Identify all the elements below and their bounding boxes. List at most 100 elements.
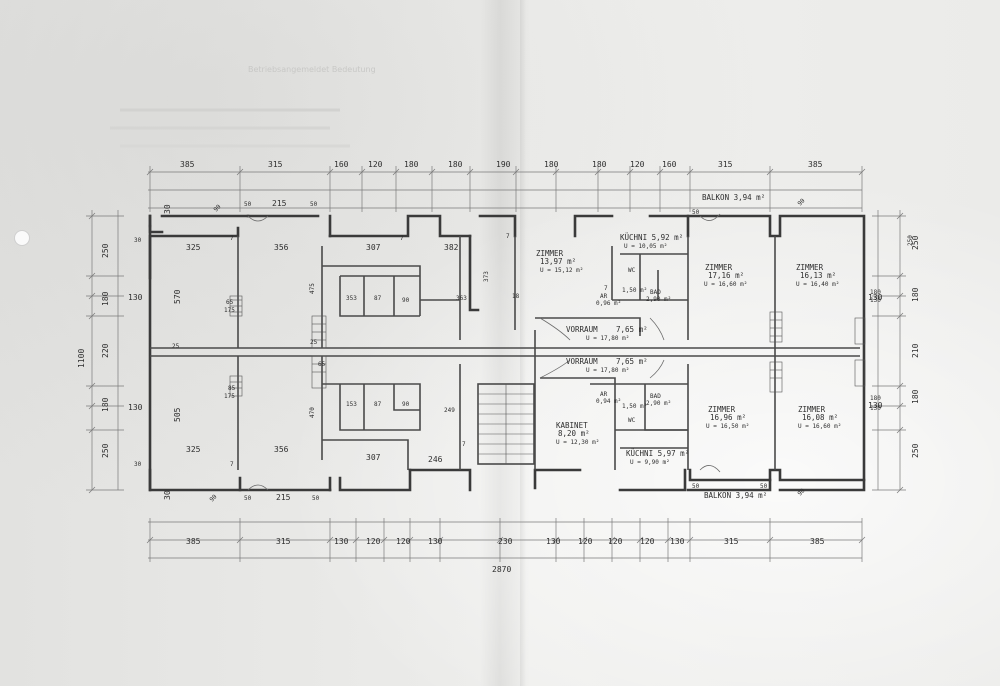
dim-top-4: 180 <box>404 160 419 169</box>
dimension-tick <box>512 168 520 176</box>
dimension-tick <box>766 536 774 544</box>
lw-l-13: 246 <box>428 455 443 464</box>
dimension-tick <box>552 168 560 176</box>
lw-u-3: 215 <box>272 199 287 208</box>
room-zimmer-3-name: ZIMMER <box>796 263 824 272</box>
room-kuechni-1-name: KÜCHNI 5,92 m² <box>620 233 683 242</box>
axis-mark-7: 7 <box>462 441 466 448</box>
room-zimmer-5-area: 16,08 m² <box>802 413 838 422</box>
dim-left-5: 130 <box>128 403 143 412</box>
lw-l-17: 215 <box>276 493 291 502</box>
dim-top-0: 385 <box>180 160 195 169</box>
dim-bottom-12: 315 <box>724 537 739 546</box>
dimension-tick <box>88 382 96 390</box>
svc-ar-1: AR <box>600 293 608 300</box>
dimension-tick <box>858 536 866 544</box>
dim-bottom-10: 120 <box>640 537 655 546</box>
dimension-tick <box>664 536 672 544</box>
svc-bad-1: BAD <box>650 289 661 296</box>
dimension-tick <box>594 168 602 176</box>
dimension-ticks-left <box>86 212 124 494</box>
lw-l-12: 307 <box>366 453 381 462</box>
rw-dim-0: 50 <box>692 209 700 216</box>
room-kabinet-u: U = 12,30 m² <box>556 439 599 446</box>
svc-wc-1-area: 1,50 m² <box>622 287 647 294</box>
room-zimmer-2-u: U = 16,60 m² <box>704 281 747 288</box>
dimension-tick <box>428 168 436 176</box>
svc-wc-2-area: 1,50 m² <box>622 403 647 410</box>
dim-right-5: 130 <box>868 401 883 410</box>
axis-mark-0: 25 <box>172 343 180 350</box>
room-vorraum-1-u: U = 17,80 m² <box>586 335 629 342</box>
service-room-labels: AR 0,96 m² BAD 2,90 m² WC 1,50 m² AR 0,9… <box>596 267 671 424</box>
dimension-tick <box>636 536 644 544</box>
dimension-tick <box>858 168 866 176</box>
lw-l-14: 30 <box>163 490 172 500</box>
dim-top-1: 315 <box>268 160 283 169</box>
room-vorraum-2-area: 7,65 m² <box>616 357 648 366</box>
lw-l-11: 356 <box>274 445 289 454</box>
svc-wc-2: WC <box>628 417 636 424</box>
room-vorraum-1-name: VORRAUM <box>566 325 598 334</box>
dimension-tick <box>326 536 334 544</box>
dimension-tick <box>466 168 474 176</box>
axis-mark-5: 7 <box>506 233 510 240</box>
dimension-tick <box>686 168 694 176</box>
dimension-tick <box>552 536 560 544</box>
lw-u-9: 382 <box>444 243 459 252</box>
dim-top-7: 180 <box>544 160 559 169</box>
top-dimension-labels: 385 315 160 120 180 180 190 180 180 120 … <box>180 160 823 169</box>
lw-u-14: 353 <box>346 295 357 302</box>
room-vorraum-1-area: 7,65 m² <box>616 325 648 334</box>
dim-right-0: 250 <box>911 235 920 250</box>
lw-l-18: 50 <box>312 495 320 502</box>
dimension-tick <box>358 168 366 176</box>
dimension-tick <box>496 536 504 544</box>
svc-bad-1-area: 2,90 m² <box>646 296 671 303</box>
dimension-tick <box>406 536 414 544</box>
dimension-tick <box>326 168 334 176</box>
sheet-fold-shadow <box>520 0 526 686</box>
dim-bottom-5: 130 <box>428 537 443 546</box>
room-zimmer-2-area: 17,16 m² <box>708 271 744 280</box>
room-zimmer-5-name: ZIMMER <box>798 405 826 414</box>
room-vorraum-2-u: U = 17,80 m² <box>586 367 629 374</box>
dimension-tick <box>896 292 904 300</box>
dimension-tick <box>88 312 96 320</box>
dimension-tick <box>896 312 904 320</box>
dim-top-3: 120 <box>368 160 383 169</box>
dim-left-0: 250 <box>101 243 110 258</box>
rw-dim-6: 250 <box>907 235 914 246</box>
room-zimmer-1-area: 13,97 m² <box>540 257 576 266</box>
lw-u-1: 90 <box>212 203 222 213</box>
room-zimmer-3-area: 16,13 m² <box>800 271 836 280</box>
rw-dim-7: 50 <box>692 483 700 490</box>
dimension-tick <box>88 272 96 280</box>
axis-mark-8: 7 <box>604 285 608 292</box>
lw-l-9: 30 <box>134 461 142 468</box>
dimension-ticks-top <box>146 166 866 212</box>
room-zimmer-4-area: 16,96 m² <box>710 413 746 422</box>
right-wing-room-labels: ZIMMER 13,97 m² U = 15,12 m² KÜCHNI 5,92… <box>536 193 841 500</box>
svc-ar-2-area: 0,94 m² <box>596 398 621 405</box>
room-zimmer-4-name: ZIMMER <box>708 405 736 414</box>
svc-bad-2-area: 2,90 m² <box>646 400 671 407</box>
lw-u-18: 363 <box>456 295 467 302</box>
right-wing-dims: 50 90 180 130 180 130 250 50 90 50 <box>692 197 914 497</box>
dimension-tick <box>896 272 904 280</box>
dim-bottom-13: 385 <box>810 537 825 546</box>
left-wing-upper-labels: 30 90 50 215 50 30 325 356 307 382 570 6… <box>134 199 490 314</box>
room-kuechni-2-name: KÜCHNI 5,97 m² <box>626 449 689 458</box>
dim-bottom-9: 120 <box>608 537 623 546</box>
dim-total: 2870 <box>492 565 511 574</box>
lw-l-8: 249 <box>444 407 455 414</box>
lw-u-4: 50 <box>310 201 318 208</box>
axis-mark-2: 7 <box>230 235 234 242</box>
axis-mark-6: 18 <box>512 293 520 300</box>
lw-l-7: 470 <box>309 407 316 418</box>
dim-top-6: 190 <box>496 160 511 169</box>
room-kabinet-area: 8,20 m² <box>558 429 590 438</box>
dim-top-9: 120 <box>630 160 645 169</box>
dimension-tick <box>626 168 634 176</box>
